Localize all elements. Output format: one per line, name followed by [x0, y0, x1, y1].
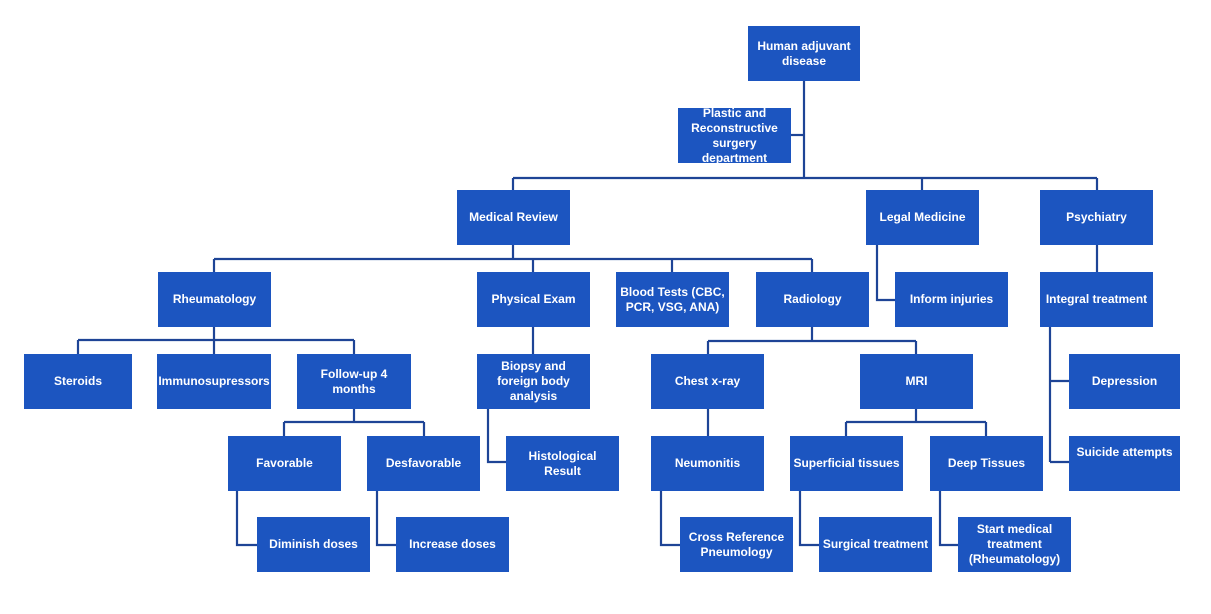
node-medical-review: Medical Review: [457, 190, 570, 245]
node-radiology: Radiology: [756, 272, 869, 327]
node-favorable: Favorable: [228, 436, 341, 491]
node-biopsy: Biopsy and foreign body analysis: [477, 354, 590, 409]
node-suicide-attempts: Suicide attempts: [1069, 436, 1180, 491]
node-follow-up-4-months: Follow-up 4 months: [297, 354, 411, 409]
node-immunosupressors: Immunosupressors: [157, 354, 271, 409]
node-cross-reference-pneumology: Cross Reference Pneumology: [680, 517, 793, 572]
node-physical-exam: Physical Exam: [477, 272, 590, 327]
node-inform-injuries: Inform injuries: [895, 272, 1008, 327]
connector-biopsy-to-histo: [486, 409, 506, 464]
connector-neumo-to-crossref: [659, 491, 680, 547]
node-chest-x-ray: Chest x-ray: [651, 354, 764, 409]
node-plastic-surgery-department: Plastic and Reconstructive surgery depar…: [678, 106, 791, 165]
connector-legal-to-inform: [875, 245, 895, 302]
node-deep-tissues: Deep Tissues: [930, 436, 1043, 491]
node-steroids: Steroids: [24, 354, 132, 409]
node-mri: MRI: [860, 354, 973, 409]
node-rheumatology: Rheumatology: [158, 272, 271, 327]
node-diminish-doses: Diminish doses: [257, 517, 370, 572]
node-neumonitis: Neumonitis: [651, 436, 764, 491]
node-blood-tests: Blood Tests (CBC, PCR, VSG, ANA): [616, 272, 729, 327]
node-legal-medicine: Legal Medicine: [866, 190, 979, 245]
node-psychiatry: Psychiatry: [1040, 190, 1153, 245]
connector-desfavorable-to-increase: [375, 491, 396, 547]
node-superficial-tissues: Superficial tissues: [790, 436, 903, 491]
node-surgical-treatment: Surgical treatment: [819, 517, 932, 572]
node-desfavorable: Desfavorable: [367, 436, 480, 491]
node-start-medical-treatment: Start medical treatment (Rheumatology): [958, 517, 1071, 572]
node-human-adjuvant-disease: Human adjuvant disease: [748, 26, 860, 81]
connector-deep-to-startmed: [938, 491, 958, 547]
connector-superficial-to-surgical: [798, 491, 819, 547]
connector-favorable-to-diminish: [235, 491, 257, 547]
node-integral-treatment: Integral treatment: [1040, 272, 1153, 327]
node-histological-result: Histological Result: [506, 436, 619, 491]
node-depression: Depression: [1069, 354, 1180, 409]
node-increase-doses: Increase doses: [396, 517, 509, 572]
